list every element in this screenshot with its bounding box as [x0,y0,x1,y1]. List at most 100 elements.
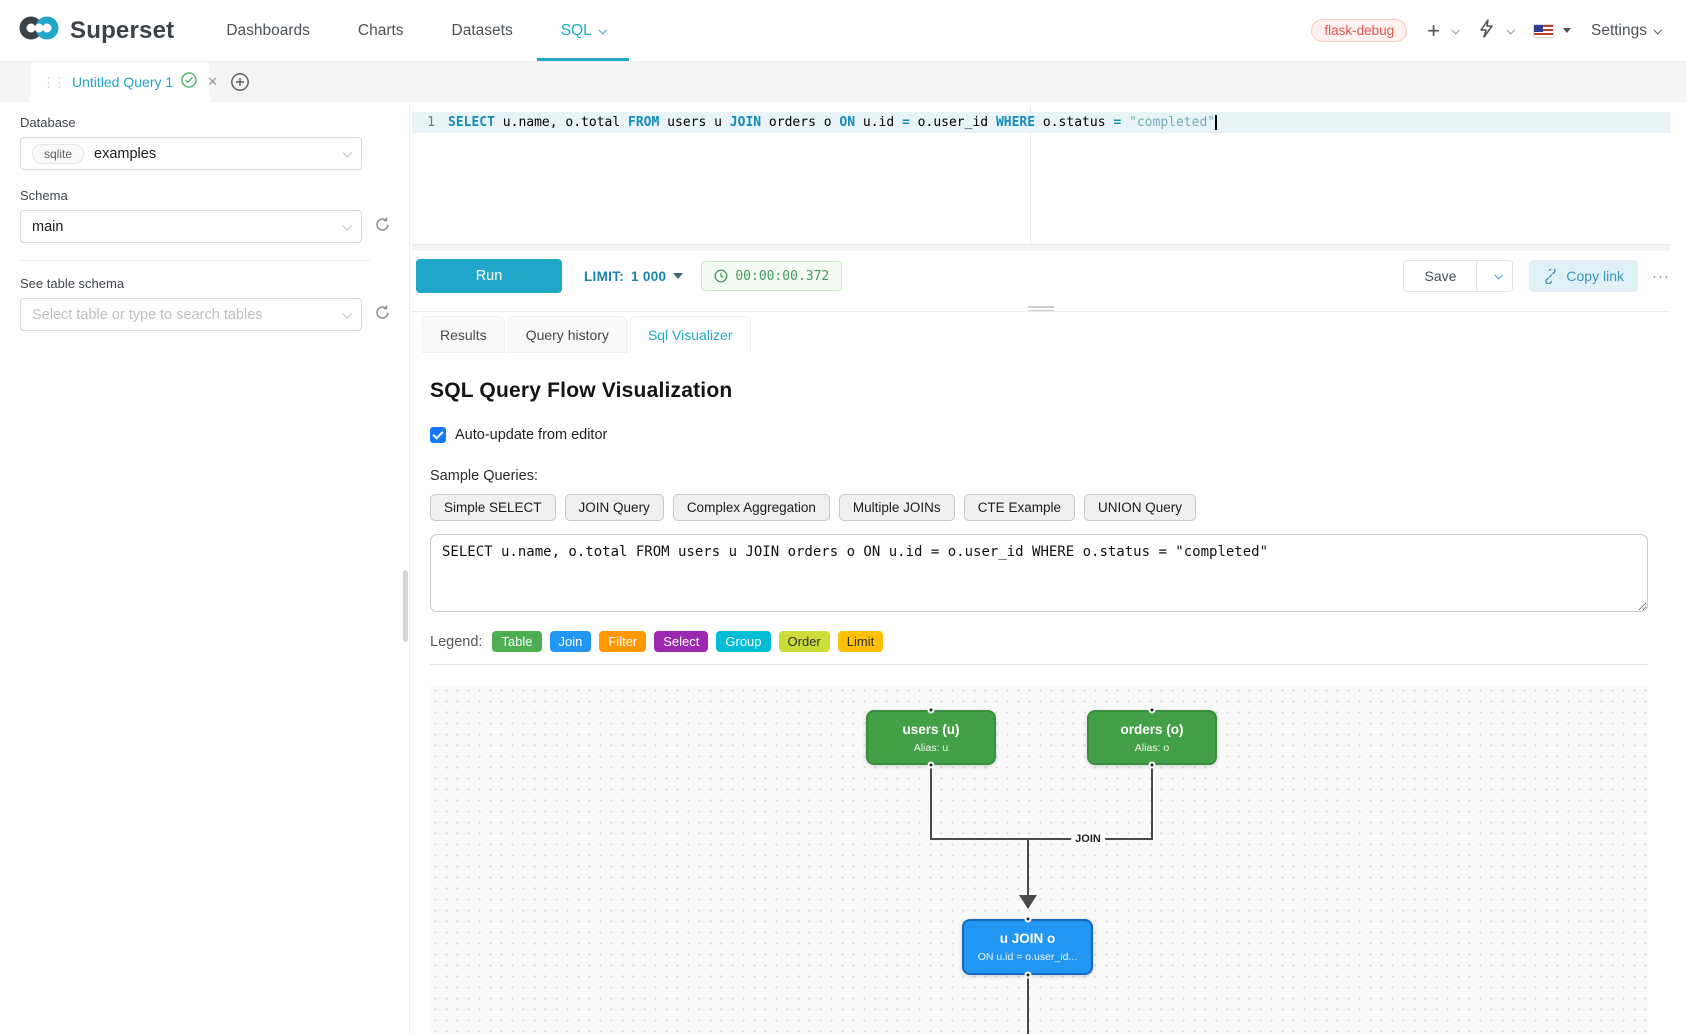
flow-node-subtitle: Alias: o [1134,742,1170,754]
copy-link-label: Copy link [1566,268,1624,284]
save-dropdown-button[interactable] [1477,260,1514,292]
navbar: Superset Dashboards Charts Datasets SQL fla… [0,0,1686,62]
query-tab-strip: ⋮⋮ Untitled Query 1 ✕ [0,62,1686,102]
sample-query-button-multiple-joins[interactable]: Multiple JOINs [838,494,955,521]
sql-token: users u [659,115,730,130]
save-button[interactable]: Save [1403,260,1478,292]
database-label: Database [20,115,76,130]
chevron-down-icon [342,220,353,231]
refresh-tables-icon[interactable] [374,304,391,326]
limit-dropdown[interactable]: LIMIT: 1 000 [584,268,684,284]
workspace: Database sqlite examples Schema main See… [0,102,1686,1034]
sql-token: = [902,115,910,130]
sample-query-button-union-query[interactable]: UNION Query [1083,494,1196,521]
flow-node-table[interactable]: users (u) Alias: u [866,710,996,765]
sql-input-textarea[interactable] [430,534,1648,612]
flow-node-title: users (u) [902,722,960,737]
settings-label: Settings [1590,21,1647,39]
more-menu-button[interactable]: ··· [1652,267,1670,285]
sqllab-sidebar: Database sqlite examples Schema main See… [0,102,410,1034]
node-handle-icon [1148,706,1156,714]
database-select[interactable]: sqlite examples [20,137,362,170]
sample-query-button-join-query[interactable]: JOIN Query [564,494,664,521]
chevron-down-icon [342,308,353,319]
navbar-right: flask-debug + Settings [1311,0,1662,61]
table-select[interactable]: Select table or type to search tables [20,298,362,331]
sample-queries-label: Sample Queries: [430,468,538,484]
caret-down-icon [673,273,684,279]
nav-item-charts[interactable]: Charts [357,21,404,39]
nav-item-datasets[interactable]: Datasets [451,21,513,39]
chevron-down-icon [598,25,607,35]
legend-badge-join: Join [549,631,592,652]
nav-item-sql[interactable]: SQL [536,0,629,61]
flow-node-subtitle: Alias: u [913,742,949,754]
print-margin-line [1030,106,1031,244]
splitter-grip[interactable] [1028,304,1054,313]
close-tab-icon[interactable]: ✕ [207,74,219,89]
sample-query-button-complex-aggregation[interactable]: Complex Aggregation [672,494,830,521]
sample-query-button-cte-example[interactable]: CTE Example [963,494,1075,521]
superset-logo[interactable]: Superset [16,0,174,61]
query-tab[interactable]: ⋮⋮ Untitled Query 1 ✕ [30,62,218,102]
legend-badge-group: Group [716,631,771,652]
editor-resize-strip[interactable] [412,244,1670,251]
table-select-placeholder: Select table or type to search tables [32,306,263,323]
query-tab-label: Untitled Query 1 [72,74,174,90]
sample-query-button-simple-select[interactable]: Simple SELECT [430,494,556,521]
new-item-menu[interactable]: + [1427,19,1460,42]
limit-value: 1 000 [631,268,667,284]
us-flag-icon [1532,23,1554,38]
new-tab-button[interactable] [230,62,250,102]
query-flow-canvas[interactable]: users (u) Alias: u orders (o)Alias: o u JOI… [430,685,1648,1034]
line-number: 1 [427,115,435,130]
legend-badge-limit: Limit [837,631,884,652]
sidebar-divider [20,260,370,261]
sql-visualizer-panel: SQL Query Flow Visualization Auto-update… [412,353,1686,1034]
node-handle-icon [1024,915,1032,923]
result-tab-sql-visualizer[interactable]: Sql Visualizer [629,316,751,353]
settings-menu[interactable]: Settings [1590,21,1662,40]
visualizer-title: SQL Query Flow Visualization [430,379,733,402]
sql-token: o.user_id [909,115,996,130]
legend-label: Legend: [430,633,483,650]
main-nav: Dashboards Charts Datasets SQL [202,0,629,61]
sql-token: u.id [855,115,903,130]
result-tab-results[interactable]: Results [422,316,505,353]
flow-edges [930,767,1153,1034]
sql-token: ON [839,115,856,130]
timer-value: 00:00:00.372 [735,268,830,284]
schema-value: main [32,218,64,235]
node-handle-icon [1024,971,1032,979]
superset-infinity-icon [16,13,62,48]
drag-handle-icon[interactable]: ⋮⋮ [42,74,66,90]
sql-token: WHERE [995,115,1036,130]
text-cursor [1215,115,1217,130]
sql-token: = [1113,115,1122,130]
schema-label: Schema [20,188,68,203]
schema-select[interactable]: main [20,210,362,243]
sql-editor-pane: 1 SELECT u.name, o.total FROM users u JO… [410,102,1686,1034]
sql-code-editor[interactable]: 1 SELECT u.name, o.total FROM users u JO… [412,106,1670,244]
sql-token: JOIN [729,115,762,130]
editor-toolbar: Run LIMIT: 1 000 00:00:00.372 Save Copy … [412,251,1686,295]
sidebar-resize-handle[interactable] [403,570,408,642]
nav-item-dashboards[interactable]: Dashboards [226,21,310,39]
flow-node-title: u JOIN o [999,931,1056,946]
run-button[interactable]: Run [416,259,562,293]
flow-node-table[interactable]: orders (o)Alias: o [1087,710,1217,765]
caret-down-icon [1562,28,1571,33]
copy-link-button[interactable]: Copy link [1529,260,1638,292]
edge-label-join: JOIN [1071,832,1105,846]
refresh-schemas-icon[interactable] [374,216,391,238]
chevron-down-icon [342,147,353,158]
result-tab-query-history[interactable]: Query history [507,316,627,353]
auto-update-checkbox[interactable] [430,427,446,443]
language-picker[interactable] [1532,23,1571,38]
south-pane-divider[interactable] [412,306,1670,312]
query-search-menu[interactable] [1478,18,1515,43]
